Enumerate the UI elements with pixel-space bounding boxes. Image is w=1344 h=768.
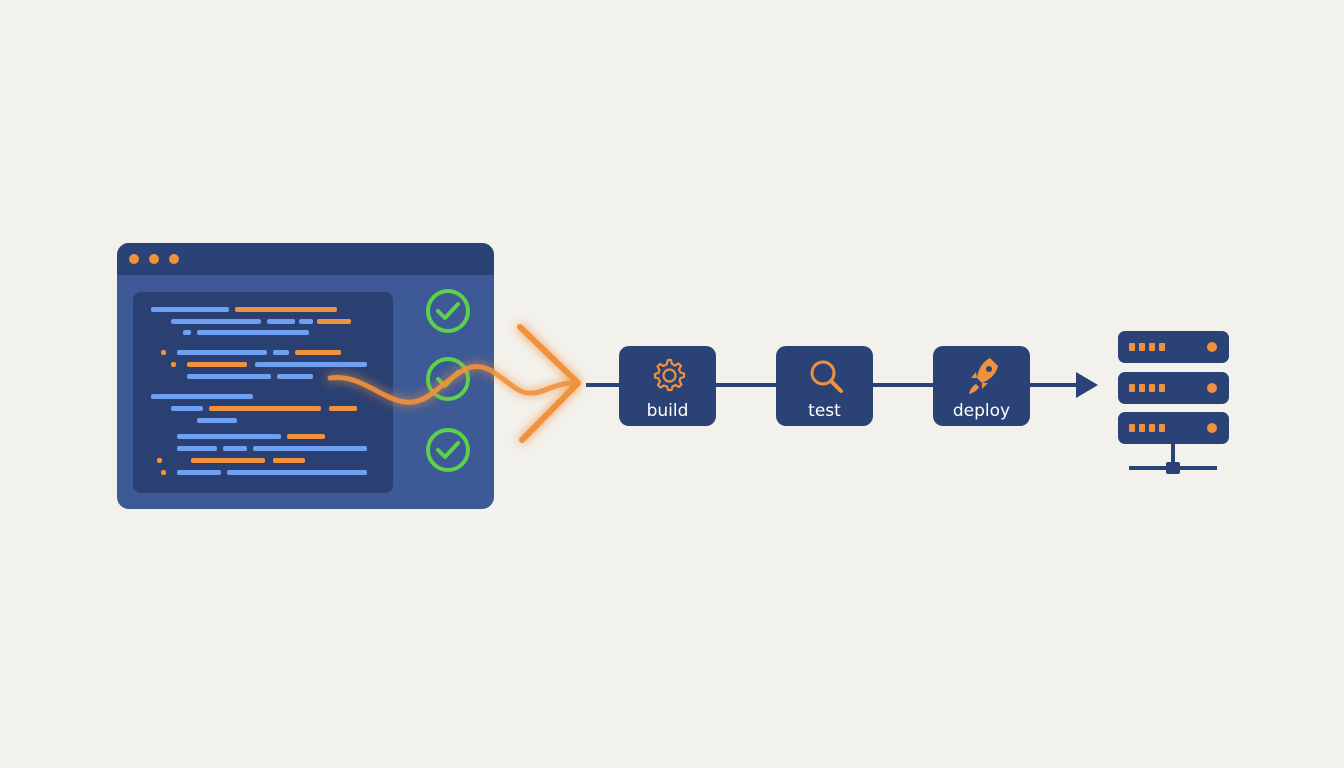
code-line [235,307,337,312]
check-circle-icon [426,289,470,333]
gear-icon [653,358,686,392]
rocket-icon [969,358,998,394]
code-line [191,458,265,463]
code-line [171,319,261,324]
stage-label: build [646,401,689,421]
stage-label: deploy [952,401,1011,421]
stage-build: build [619,346,716,426]
code-line [177,434,281,439]
code-line [197,330,309,335]
code-line [171,406,203,411]
code-line [223,446,247,451]
stage-test: test [776,346,873,426]
window-dot-icon [149,254,159,264]
code-line [277,374,313,379]
code-line [317,319,351,324]
code-line [209,406,321,411]
code-line [299,319,313,324]
code-line [177,350,267,355]
server-unit [1118,372,1229,404]
server-unit [1118,412,1229,444]
code-editor-window [117,243,494,509]
code-line [151,307,229,312]
code-line [187,374,271,379]
code-line [329,406,357,411]
check-circle-icon [426,428,470,472]
window-dot-icon [169,254,179,264]
code-line [177,470,221,475]
code-line [187,362,247,367]
code-line [183,330,191,335]
window-dot-icon [129,254,139,264]
code-line [273,350,289,355]
code-line [157,458,162,463]
code-line [295,350,341,355]
code-line [161,350,166,355]
code-pane [133,292,393,493]
magnifier-icon [810,360,843,393]
editor-titlebar [117,243,494,275]
code-line [171,362,176,367]
code-line [287,434,325,439]
wavy-arrow-icon [327,324,581,443]
arrow-head-icon [1076,372,1098,398]
code-line [273,458,305,463]
code-line [255,362,367,367]
stage-label: test [808,401,841,421]
code-line [253,446,367,451]
code-line [177,446,217,451]
server-unit [1118,331,1229,363]
code-line [267,319,295,324]
stage-deploy: deploy [933,346,1030,426]
code-line [197,418,237,423]
code-line [161,470,166,475]
code-line [151,394,253,399]
code-line [227,470,367,475]
